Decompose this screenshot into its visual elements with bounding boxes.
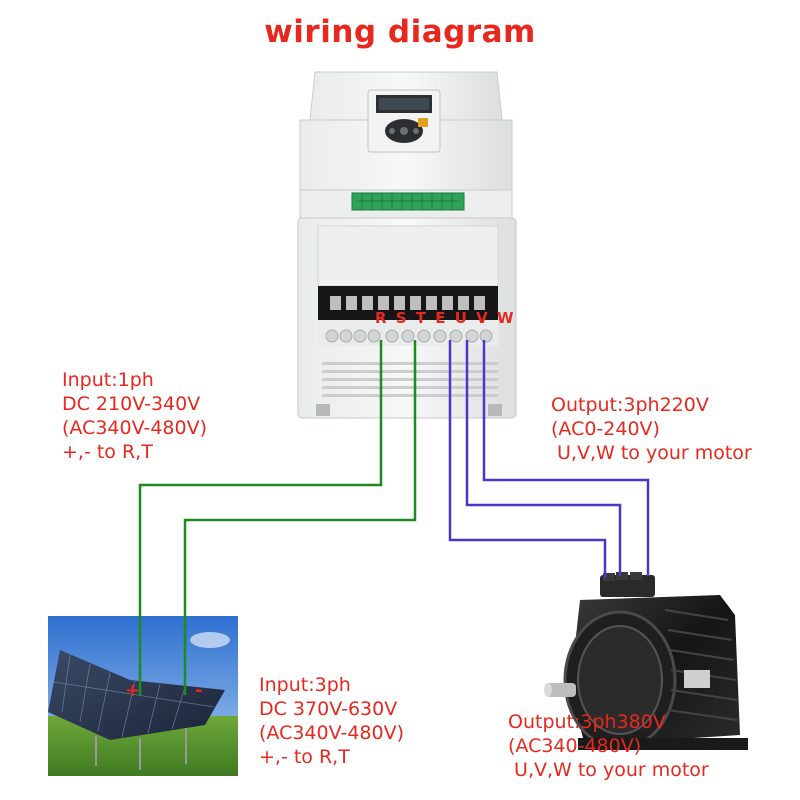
terminal-labels: R S T E U V W [375, 309, 516, 327]
panel-minus-sign: - [195, 680, 203, 701]
output-380v-label: Output:3ph380V (AC340-480V) U,V,W to you… [508, 711, 709, 781]
input-3ph-label: Input:3ph DC 370V-630V (AC340V-480V) +,-… [259, 674, 405, 768]
v-phase-wire [465, 340, 622, 576]
panel-plus-sign: + [125, 680, 141, 701]
input-1ph-label: Input:1ph DC 210V-340V (AC340V-480V) +,-… [62, 369, 208, 463]
output-220v-label: Output:3ph220V (AC0-240V) U,V,W to your … [551, 394, 752, 464]
motor-image [544, 572, 748, 750]
vent-grille [322, 362, 498, 397]
dc-negative-wire [183, 340, 417, 695]
ac-output-wiring [448, 340, 650, 578]
vfd-keypad [367, 89, 441, 153]
w-phase-wire [482, 340, 650, 576]
dc-wiring [138, 340, 417, 695]
dc-positive-wire [138, 340, 383, 695]
diagram-title: wiring diagram [264, 14, 536, 50]
solar-panel-image [48, 616, 238, 776]
vfd-inverter [297, 71, 517, 419]
u-phase-wire [448, 340, 607, 578]
control-terminal-strip [351, 192, 465, 211]
